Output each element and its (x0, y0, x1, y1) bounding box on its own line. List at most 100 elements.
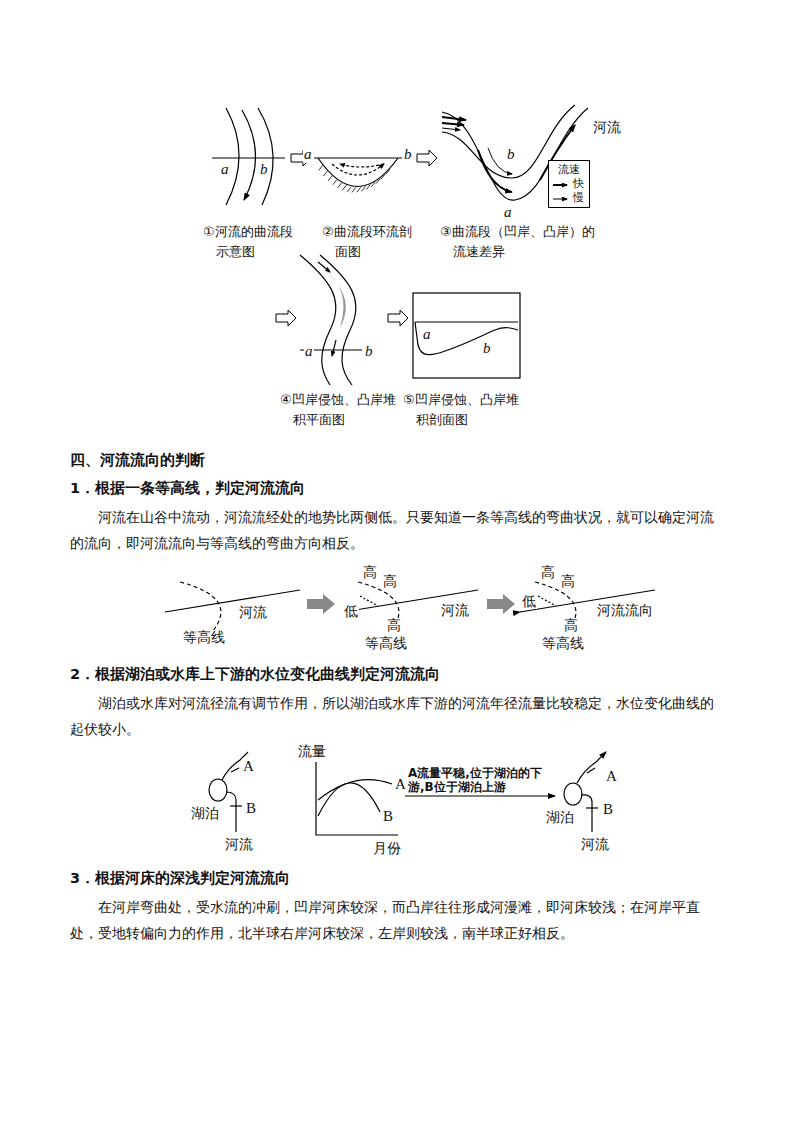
figure-label: 高 (540, 565, 556, 580)
figure-caption: ②曲流段环流剖面图 (322, 222, 417, 262)
figure-letter: b (259, 161, 269, 178)
hollow-arrows (388, 310, 408, 326)
meander-velocity (442, 105, 588, 200)
figure-letter: A (242, 758, 255, 775)
body-paragraph: 在河岸弯曲处，受水流的冲刷，凹岸河床较深，而凸岸往往形成河漫滩，即河床较浅；在河… (70, 894, 725, 946)
legend-box: 流速快慢 (548, 160, 590, 208)
cross-section (352, 187, 356, 192)
legend-entry: 慢 (552, 191, 586, 205)
cross-section (332, 164, 384, 175)
legend-heading: 流速 (552, 163, 586, 177)
lake-diagrams (231, 768, 239, 772)
figure-letter: b (403, 146, 413, 163)
figure-label: 河流 (238, 605, 268, 620)
erosion-section (415, 322, 518, 323)
cross-section (366, 185, 370, 190)
lake-diagrams (209, 752, 606, 835)
figure-letter: a (303, 146, 313, 163)
legend-arrow (553, 199, 567, 200)
figure-letter: B (602, 801, 614, 818)
cross-section (319, 165, 390, 192)
erosion-plan (325, 270, 346, 328)
figure-letter: b (506, 146, 516, 163)
figure-letter: b (482, 340, 492, 357)
cross-section (386, 169, 390, 174)
figure-caption: ⑤凹岸侵蚀、凸岸堆积剖面图 (403, 390, 526, 430)
meander-velocity (442, 117, 466, 120)
contour-diagrams (538, 596, 556, 606)
cross-section (318, 158, 398, 187)
figure-letter: b (364, 343, 374, 360)
legend-arrow (553, 184, 567, 186)
figure-letter: B (245, 800, 257, 817)
erosion-plan (300, 255, 336, 385)
figure-label: 河流 (580, 837, 610, 852)
figure-label: 高 (382, 574, 398, 589)
section-heading: 1．根据一条等高线，判定河流流向 (70, 481, 305, 497)
hollow-arrows (276, 310, 296, 326)
cross-section (333, 180, 337, 185)
figure-caption: ③曲流段（凹岸、凸岸）的流速差异 (440, 222, 601, 262)
meander-plan (242, 110, 256, 200)
figure-label: 高 (560, 574, 576, 589)
figure-label: 低 (521, 594, 537, 609)
lake-diagrams (577, 752, 606, 783)
figure-letter: a (422, 326, 432, 343)
lake-diagrams (586, 807, 598, 808)
figure-letter: A (394, 776, 407, 793)
figure-caption: ④凹岸侵蚀、凸岸堆积平面图 (280, 390, 403, 430)
section-heading: 3．根据河床的深浅判定河流流向 (70, 871, 290, 887)
cross-section (376, 179, 380, 184)
figure-label: 等高线 (364, 636, 408, 651)
section-heading: 2．根据湖泊或水库上下游的水位变化曲线判定河流流向 (70, 667, 440, 683)
lake-diagrams (209, 779, 227, 801)
erosion-section (413, 293, 520, 378)
figure-label: 高 (563, 618, 579, 633)
meander-velocity (442, 128, 460, 130)
body-paragraph: 河流在山谷中流动，河流流经处的地势比两侧低。只要知道一条等高线的弯曲状况，就可以… (70, 504, 725, 556)
body-paragraph: 湖泊或水库对河流径流有调节作用，所以湖泊或水库下游的河流年径流量比较稳定，水位变… (70, 690, 725, 742)
cross-section (381, 174, 385, 179)
figure-letter: a (503, 204, 513, 221)
cross-section (340, 164, 384, 167)
figure-letter: A (605, 768, 618, 785)
meander-plan (212, 157, 285, 158)
figure-label: 湖泊 (190, 806, 220, 821)
lake-diagrams (226, 792, 236, 832)
hollow-arrows (417, 150, 437, 166)
erosion-plan (320, 255, 356, 385)
cross-section (342, 185, 346, 190)
contour-diagrams (165, 582, 655, 632)
lake-diagrams (316, 762, 398, 835)
lake-diagrams (564, 783, 582, 805)
figure-label: 高 (362, 565, 378, 580)
cross-section (357, 187, 361, 192)
figure-caption: ①河流的曲流段示意图 (203, 222, 298, 262)
figure-letter: a (220, 161, 230, 178)
erosion-section (413, 293, 520, 378)
erosion-plan (300, 255, 362, 385)
cross-section (338, 183, 342, 188)
lake-diagrams (405, 795, 555, 796)
cross-section (323, 171, 327, 176)
figure-label: 湖泊 (545, 810, 575, 825)
figure-label: 河流 (440, 603, 470, 618)
figure-label: 高 (386, 618, 402, 633)
cross-section (362, 186, 366, 191)
contour-diagrams (180, 582, 221, 632)
cross-section (371, 182, 375, 187)
section-heading: 四、河流流向的判断 (70, 453, 205, 469)
lake-diagrams (318, 783, 380, 816)
figure-label: 等高线 (541, 636, 585, 651)
lake-diagrams (581, 795, 592, 832)
meander-plan (226, 108, 239, 205)
cross-section (314, 157, 402, 158)
figure-label: 河流 (224, 837, 254, 852)
arrow-note: A流量平稳,位于湖泊的下游,B位于湖泊上游 (408, 766, 554, 794)
meander-plan (212, 108, 285, 205)
meander-velocity (442, 123, 464, 125)
figure-label: 河流 (592, 120, 622, 135)
erosion-plan (332, 340, 336, 356)
figure-label: 低 (343, 604, 359, 619)
